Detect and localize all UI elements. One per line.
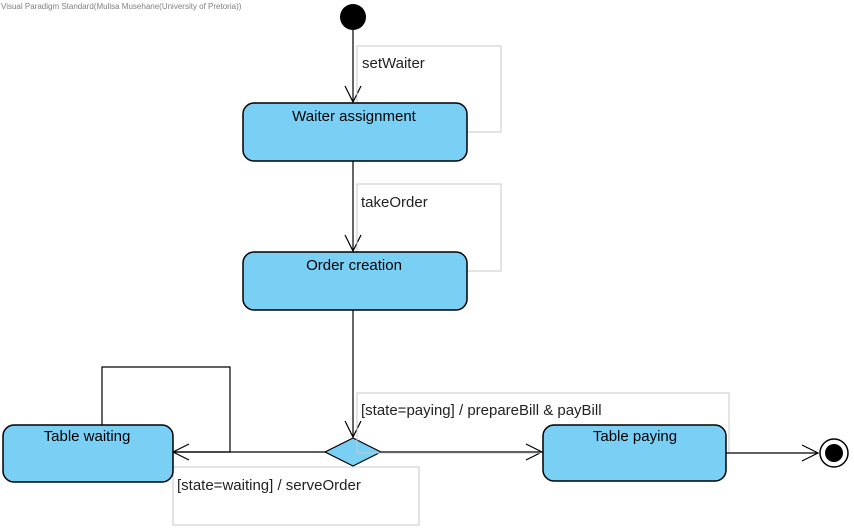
state-waiter-assignment-label: Waiter assignment	[292, 108, 416, 125]
transition-set-waiter-label: setWaiter	[362, 55, 425, 72]
state-table-waiting-box[interactable]	[2, 424, 174, 483]
state-table-paying-label: Table paying	[593, 428, 677, 445]
transition-waiting-label: [state=waiting] / serveOrder	[177, 477, 361, 494]
state-order-creation-label: Order creation	[306, 257, 402, 274]
transition-to-final-arrowhead	[801, 444, 820, 462]
state-order-creation[interactable]: Order creation	[242, 251, 468, 311]
watermark-text: Visual Paradigm Standard(Mulisa Musehane…	[1, 2, 242, 11]
transition-set-waiter-arrowhead	[344, 85, 362, 104]
state-table-paying[interactable]: Table paying	[542, 424, 727, 482]
table-waiting-self-loop[interactable]	[101, 366, 231, 453]
final-node-inner-dot	[825, 444, 843, 462]
transition-take-order-arrowhead	[344, 234, 362, 253]
decision-node[interactable]	[323, 437, 383, 467]
transition-waiting-label-box	[172, 466, 420, 526]
initial-node[interactable]	[340, 4, 366, 30]
final-node[interactable]	[819, 438, 849, 468]
state-table-waiting-label: Table waiting	[44, 428, 131, 445]
state-waiter-assignment[interactable]: Waiter assignment	[242, 102, 468, 162]
state-order-creation-box[interactable]	[242, 251, 468, 311]
transition-to-decision-arrowhead	[344, 420, 362, 439]
state-waiter-assignment-box[interactable]	[242, 102, 468, 162]
transition-take-order-label: takeOrder	[361, 194, 428, 211]
state-table-waiting[interactable]: Table waiting	[2, 424, 174, 483]
transition-paying-label: [state=paying] / prepareBill & payBill	[361, 402, 602, 419]
transition-paying-arrowhead	[525, 443, 544, 461]
